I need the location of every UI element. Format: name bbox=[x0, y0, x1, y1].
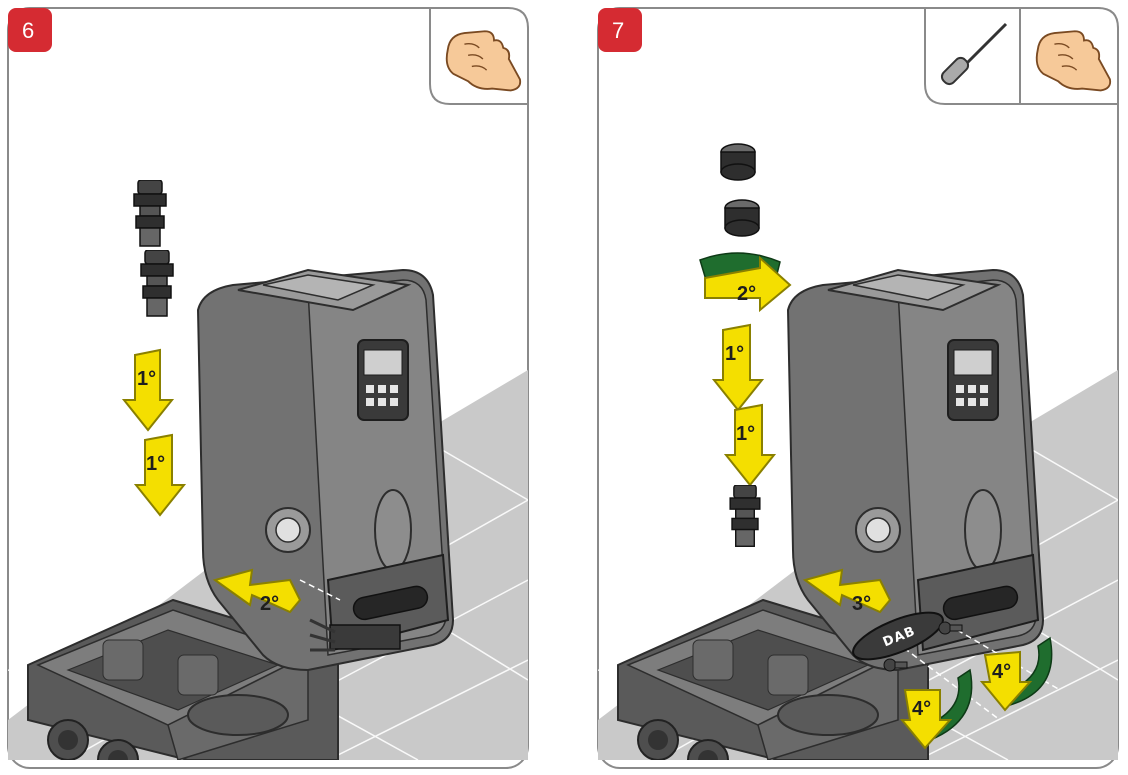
arrow-label: 1° bbox=[137, 368, 156, 390]
arrow-label: 1° bbox=[736, 423, 755, 445]
arrow-step-6-1b: 1° bbox=[133, 433, 187, 517]
step-badge bbox=[8, 8, 52, 52]
bracket-part bbox=[309, 618, 401, 652]
arrow-step-7-4a: 4° bbox=[899, 668, 973, 750]
arrow-label: 1° bbox=[146, 453, 165, 475]
arrow-step-7-4b: 4° bbox=[979, 636, 1053, 712]
cover-plate-part: DAB bbox=[852, 611, 944, 661]
arrow-step-6-2: 2° bbox=[212, 568, 302, 615]
screw-part bbox=[883, 658, 908, 672]
cap-part bbox=[724, 199, 760, 237]
arrow-step-7-3: 3° bbox=[802, 568, 892, 615]
step-7-panel: 2° 1° 1° 3° DAB bbox=[597, 7, 1119, 769]
step-number: 6 bbox=[22, 18, 34, 43]
cap-part bbox=[720, 143, 756, 181]
step-6-panel: 1° 1° 2° 6 bbox=[7, 7, 529, 769]
arrow-label: 1° bbox=[725, 343, 744, 365]
arrow-step-7-1a: 1° bbox=[711, 323, 765, 412]
arrow-label: 2° bbox=[260, 593, 279, 615]
arrow-label: 3° bbox=[852, 593, 871, 615]
arrow-label: 4° bbox=[912, 698, 931, 720]
arrow-step-6-1a: 1° bbox=[121, 348, 175, 432]
step-number: 7 bbox=[612, 18, 624, 43]
arrow-step-7-1b: 1° bbox=[723, 403, 777, 487]
arrow-step-7-2: 2° bbox=[699, 252, 792, 313]
arrow-label: 2° bbox=[737, 283, 756, 305]
arrow-label: 4° bbox=[992, 661, 1011, 683]
screw-part bbox=[938, 621, 963, 635]
step-badge bbox=[598, 8, 642, 52]
